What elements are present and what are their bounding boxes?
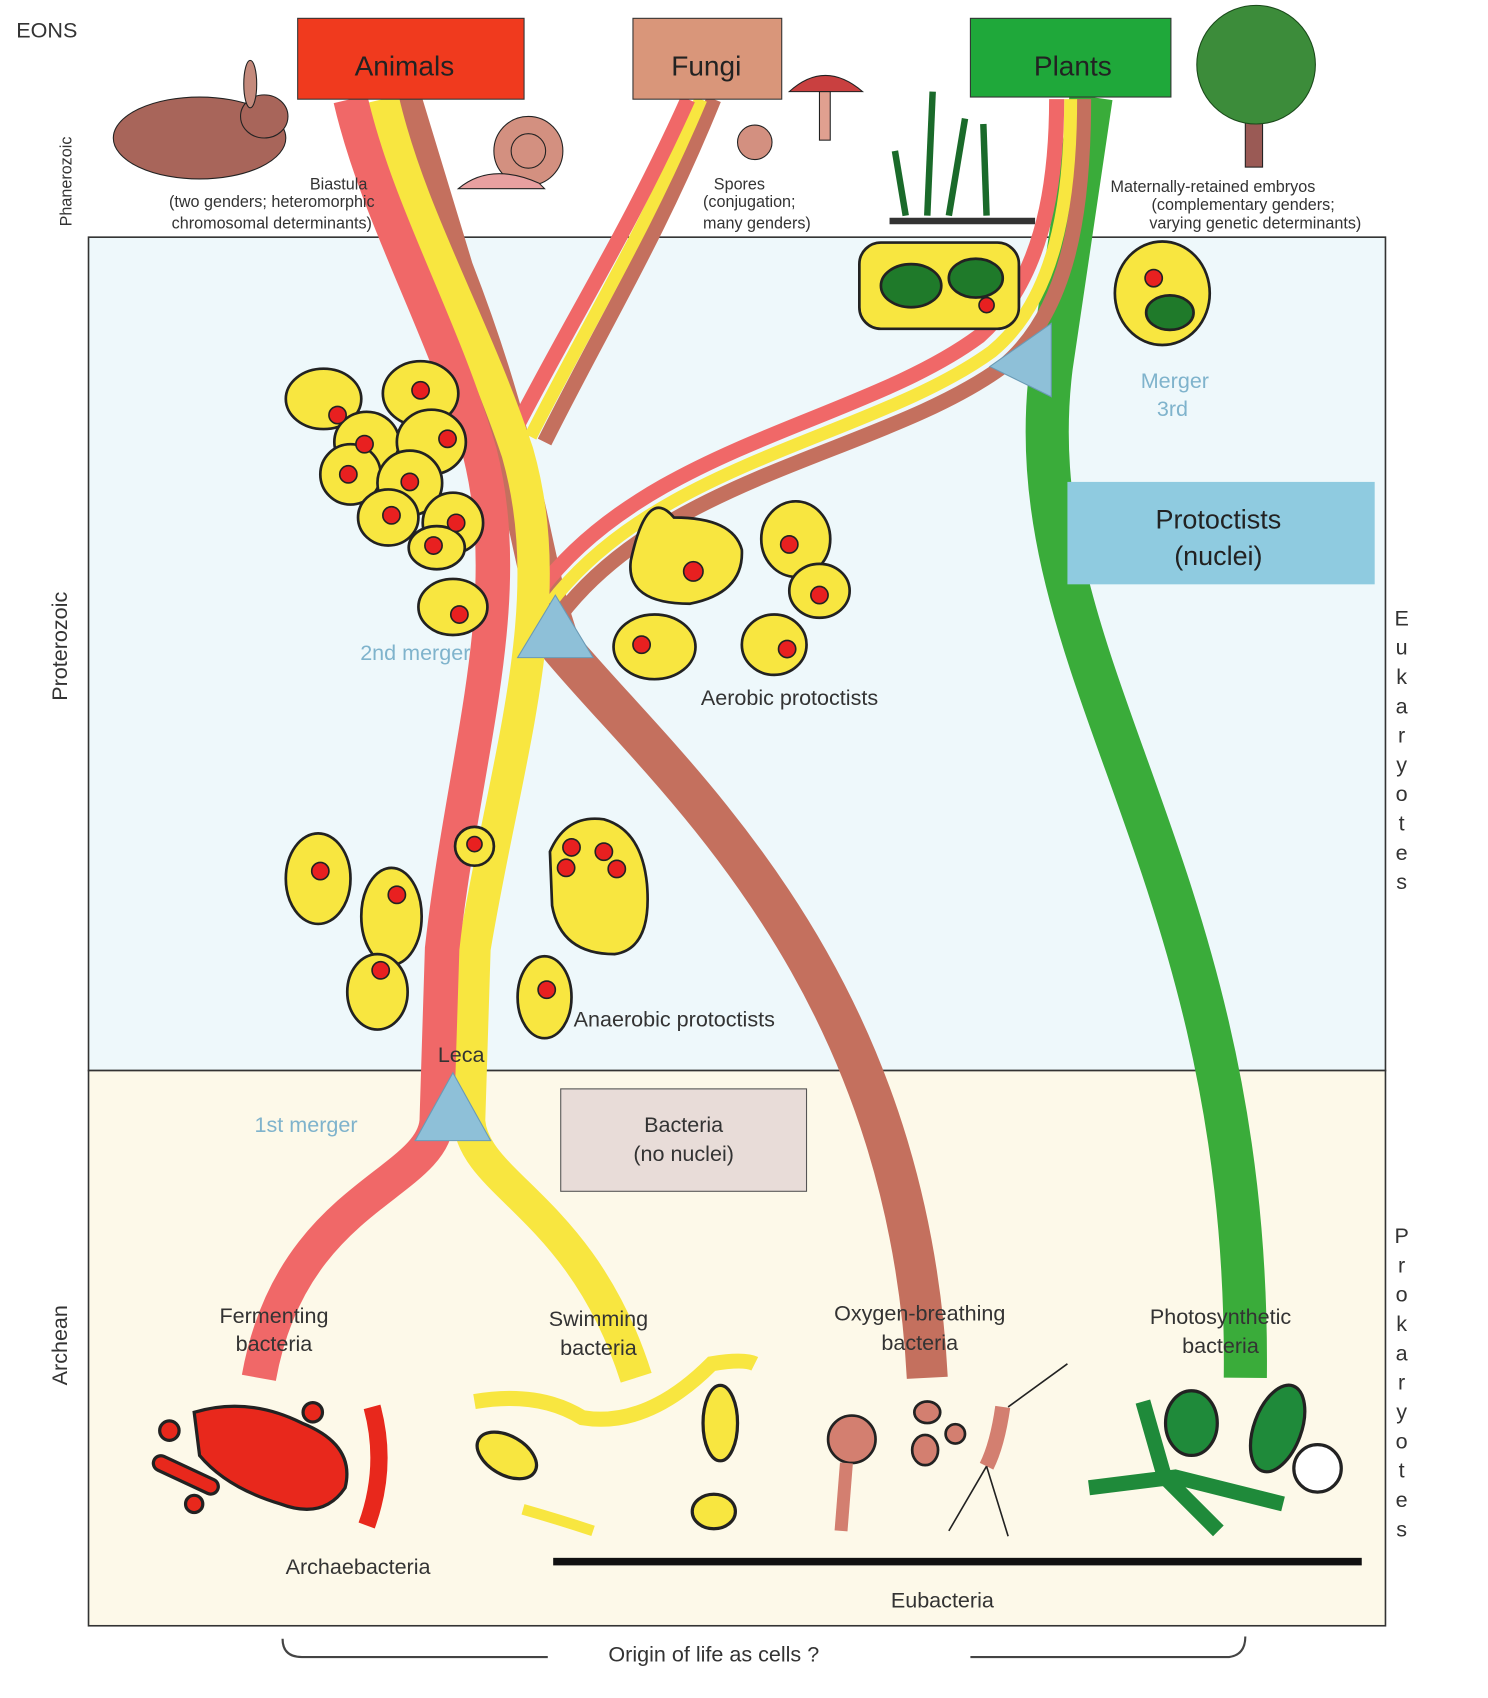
vertical-letter: e	[1396, 1487, 1408, 1512]
first-merger-label: 1st merger	[255, 1112, 358, 1137]
archaebacteria-illustration	[151, 1400, 388, 1529]
oxygen-label-2: bacteria	[881, 1330, 958, 1355]
eons-title: EONS	[16, 18, 77, 43]
fungi-note: Spores (conjugation; many genders)	[703, 176, 811, 233]
swimming-bacteria-illustration	[473, 1353, 759, 1537]
fungi-red	[508, 96, 695, 433]
anaerobic-label: Anaerobic protoctists	[574, 1006, 775, 1031]
merger-triangle-1st	[414, 1071, 492, 1142]
vertical-letter: k	[1396, 1311, 1407, 1336]
third-merger-label-2: 3rd	[1157, 396, 1188, 421]
protoctists-label: Protoctists	[1155, 504, 1281, 534]
aerobic-label: Aerobic protoctists	[701, 685, 878, 710]
vertical-letter: t	[1399, 1458, 1405, 1483]
plants-red	[533, 99, 1065, 596]
vertical-letter: a	[1396, 1340, 1408, 1365]
vertical-letter: r	[1398, 723, 1405, 748]
photosynthetic-bacteria-illustration	[1088, 1383, 1343, 1537]
fungi-brown	[537, 96, 721, 446]
vertical-letter: o	[1396, 1282, 1408, 1307]
bacteria-box	[560, 1088, 808, 1192]
mushroom-illustration	[736, 74, 865, 161]
swimming-label: Swimming	[549, 1306, 648, 1331]
svg-text:Maternally-retained embryos: Maternally-retained embryos	[1111, 178, 1316, 196]
snail-illustration	[456, 115, 564, 190]
vertical-letter: P	[1394, 1223, 1408, 1248]
eon-phanerozoic: Phanerozoic	[57, 137, 75, 227]
vertical-letter: r	[1398, 1370, 1405, 1395]
merger-triangle-3rd	[988, 322, 1052, 398]
fungi-yellow	[524, 96, 707, 440]
vertical-letter: u	[1396, 635, 1408, 660]
third-merger-label: Merger	[1141, 368, 1209, 393]
svg-text:Spores: Spores	[714, 176, 765, 194]
bacteria-sublabel: (no nuclei)	[633, 1141, 734, 1166]
svg-text:many genders): many genders)	[703, 215, 811, 233]
protoctists-box	[1067, 481, 1375, 585]
vertical-letter: k	[1396, 664, 1407, 689]
vertical-letter: y	[1396, 1399, 1407, 1424]
red-strand	[241, 95, 511, 1381]
protoctists-sublabel: (nuclei)	[1174, 541, 1262, 571]
vertical-letter: E	[1394, 605, 1408, 630]
oxygen-label: Oxygen-breathing	[834, 1301, 1005, 1326]
plants-label: Plants	[1034, 50, 1112, 81]
grass-illustration	[889, 91, 1036, 225]
vertical-letter: s	[1396, 1516, 1407, 1541]
animals-label: Animals	[355, 50, 455, 81]
eon-archean: Archean	[47, 1305, 72, 1385]
origin-bracket-right	[970, 1636, 1247, 1659]
svg-text:(two genders; heteromorphic: (two genders; heteromorphic	[169, 193, 375, 211]
swimming-label-2: bacteria	[560, 1335, 637, 1360]
vertical-letter: o	[1396, 1428, 1408, 1453]
animals-box	[297, 17, 525, 100]
bacteria-label: Bacteria	[644, 1112, 723, 1137]
photosynthetic-label-2: bacteria	[1182, 1333, 1259, 1358]
plants-note: Maternally-retained embryos (complementa…	[1111, 178, 1362, 233]
fermenting-label-2: bacteria	[236, 1331, 313, 1356]
tree-illustration	[1196, 4, 1316, 168]
vertical-letter: t	[1399, 811, 1405, 836]
vertical-letter: e	[1396, 840, 1408, 865]
eon-proterozoic: Proterozoic	[47, 592, 72, 701]
eubacteria-label: Eubacteria	[891, 1587, 994, 1612]
cell-nuclei	[310, 268, 1164, 1000]
fungi-box	[632, 17, 783, 100]
vertical-letter: r	[1398, 1252, 1405, 1277]
vertical-letter: y	[1396, 752, 1407, 777]
svg-text:(complementary genders;: (complementary genders;	[1152, 196, 1335, 214]
svg-text:varying genetic determinants): varying genetic determinants)	[1149, 215, 1361, 233]
vertical-letter: o	[1396, 781, 1408, 806]
yellow-strand	[367, 95, 652, 1383]
svg-text:(conjugation;: (conjugation;	[703, 193, 796, 211]
rabbit-illustration	[112, 59, 289, 180]
oxygen-bacteria-illustration	[826, 1363, 1068, 1537]
svg-text:Biastula: Biastula	[310, 176, 367, 194]
green-strand	[1025, 93, 1267, 1379]
vertical-letter: s	[1396, 869, 1407, 894]
leca-label: Leca	[438, 1042, 485, 1067]
fungi-label: Fungi	[671, 50, 741, 81]
merger-triangle-2nd	[516, 594, 595, 659]
animals-note: Biastula (two genders; heteromorphic chr…	[169, 176, 375, 233]
second-merger-label: 2nd merger	[360, 640, 470, 665]
photosynthetic-label: Photosynthetic	[1150, 1304, 1292, 1329]
svg-text:chromosomal determinants): chromosomal determinants)	[172, 215, 372, 233]
plants-box	[969, 17, 1172, 98]
archaebacteria-label: Archaebacteria	[286, 1554, 431, 1579]
origin-bracket-left	[281, 1638, 548, 1659]
eubacteria-bar	[553, 1557, 1362, 1566]
origin-label: Origin of life as cells ?	[608, 1641, 819, 1666]
vertical-letter: a	[1396, 693, 1408, 718]
fermenting-label: Fermenting	[219, 1303, 328, 1328]
